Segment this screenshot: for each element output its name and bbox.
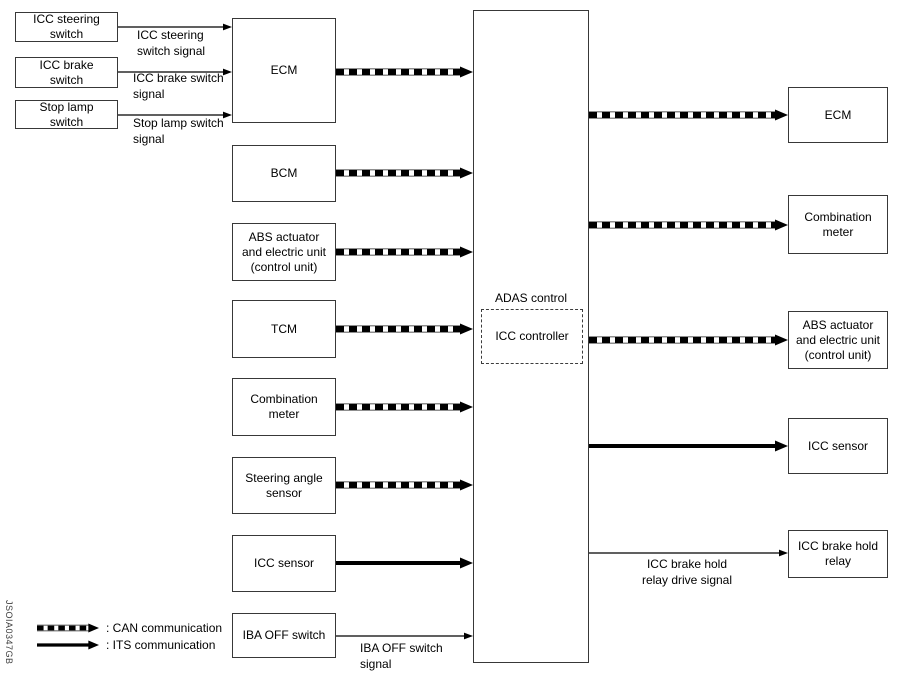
arrow-adas-control-to-icc-sensor xyxy=(589,440,788,452)
arrow-iba-off-switch-to-adas-control xyxy=(336,632,473,640)
node-ecm-in: ECM xyxy=(232,18,336,123)
arrow-ecm-to-adas-control xyxy=(336,66,473,78)
label-icc-steering-switch-signal: ICC steering switch signal xyxy=(137,28,206,58)
node-icc-sensor-out: ICC sensor xyxy=(788,418,888,474)
arrow-adas-control-to-ecm xyxy=(589,109,788,121)
arrow-icc-sensor-to-adas-control xyxy=(336,557,473,569)
node-ecm-out: ECM xyxy=(788,87,888,143)
node-icc-brake-hold-relay: ICC brake hold relay xyxy=(788,530,888,578)
label-stop-lamp-switch-signal: Stop lamp switch signal xyxy=(133,116,224,146)
node-tcm: TCM xyxy=(232,300,336,358)
arrow-adas-control-to-abs-actuator-and-electric-unit-control-unit xyxy=(589,334,788,346)
node-steering-angle-sensor: Steering angle sensor xyxy=(232,457,336,514)
node-combination-meter-out: Combination meter xyxy=(788,195,888,254)
node-icc-sensor-in: ICC sensor xyxy=(232,535,336,592)
node-abs-actuator-in: ABS actuator and electric unit (control … xyxy=(232,223,336,281)
node-adas-control xyxy=(473,10,589,663)
label-iba-off-switch-signal: IBA OFF switch signal xyxy=(360,641,443,671)
arrow-bcm-to-adas-control xyxy=(336,167,473,179)
arrow-combination-meter-to-adas-control xyxy=(336,401,473,413)
node-icc-controller: ICC controller xyxy=(481,309,583,364)
legend-its-label: : ITS communication xyxy=(106,638,216,652)
node-combination-meter-in: Combination meter xyxy=(232,378,336,436)
figure-id: JSOIA0347GB xyxy=(4,600,14,665)
arrow-adas-control-to-icc-brake-hold-relay xyxy=(589,549,788,557)
node-icc-brake-switch: ICC brake switch xyxy=(15,57,118,88)
node-icc-steering-switch: ICC steering switch xyxy=(15,12,118,42)
adas-control-label: ADAS control xyxy=(494,291,568,305)
arrow-adas-control-to-combination-meter xyxy=(589,219,788,231)
node-abs-actuator-out: ABS actuator and electric unit (control … xyxy=(788,311,888,369)
legend-its-arrow-sample xyxy=(37,640,99,650)
node-iba-off-switch: IBA OFF switch xyxy=(232,613,336,658)
legend-can-arrow-sample xyxy=(37,623,99,633)
arrow-steering-angle-sensor-to-adas-control xyxy=(336,479,473,491)
legend-can-label: : CAN communication xyxy=(106,621,223,635)
label-icc-brake-hold-relay-drive-signal: ICC brake hold relay drive signal xyxy=(641,557,733,587)
node-stop-lamp-switch: Stop lamp switch xyxy=(15,100,118,129)
node-bcm: BCM xyxy=(232,145,336,202)
label-icc-brake-switch-signal: ICC brake switch signal xyxy=(133,71,224,101)
arrow-abs-actuator-and-electric-unit-control-unit-to-adas-control xyxy=(336,246,473,258)
arrow-tcm-to-adas-control xyxy=(336,323,473,335)
